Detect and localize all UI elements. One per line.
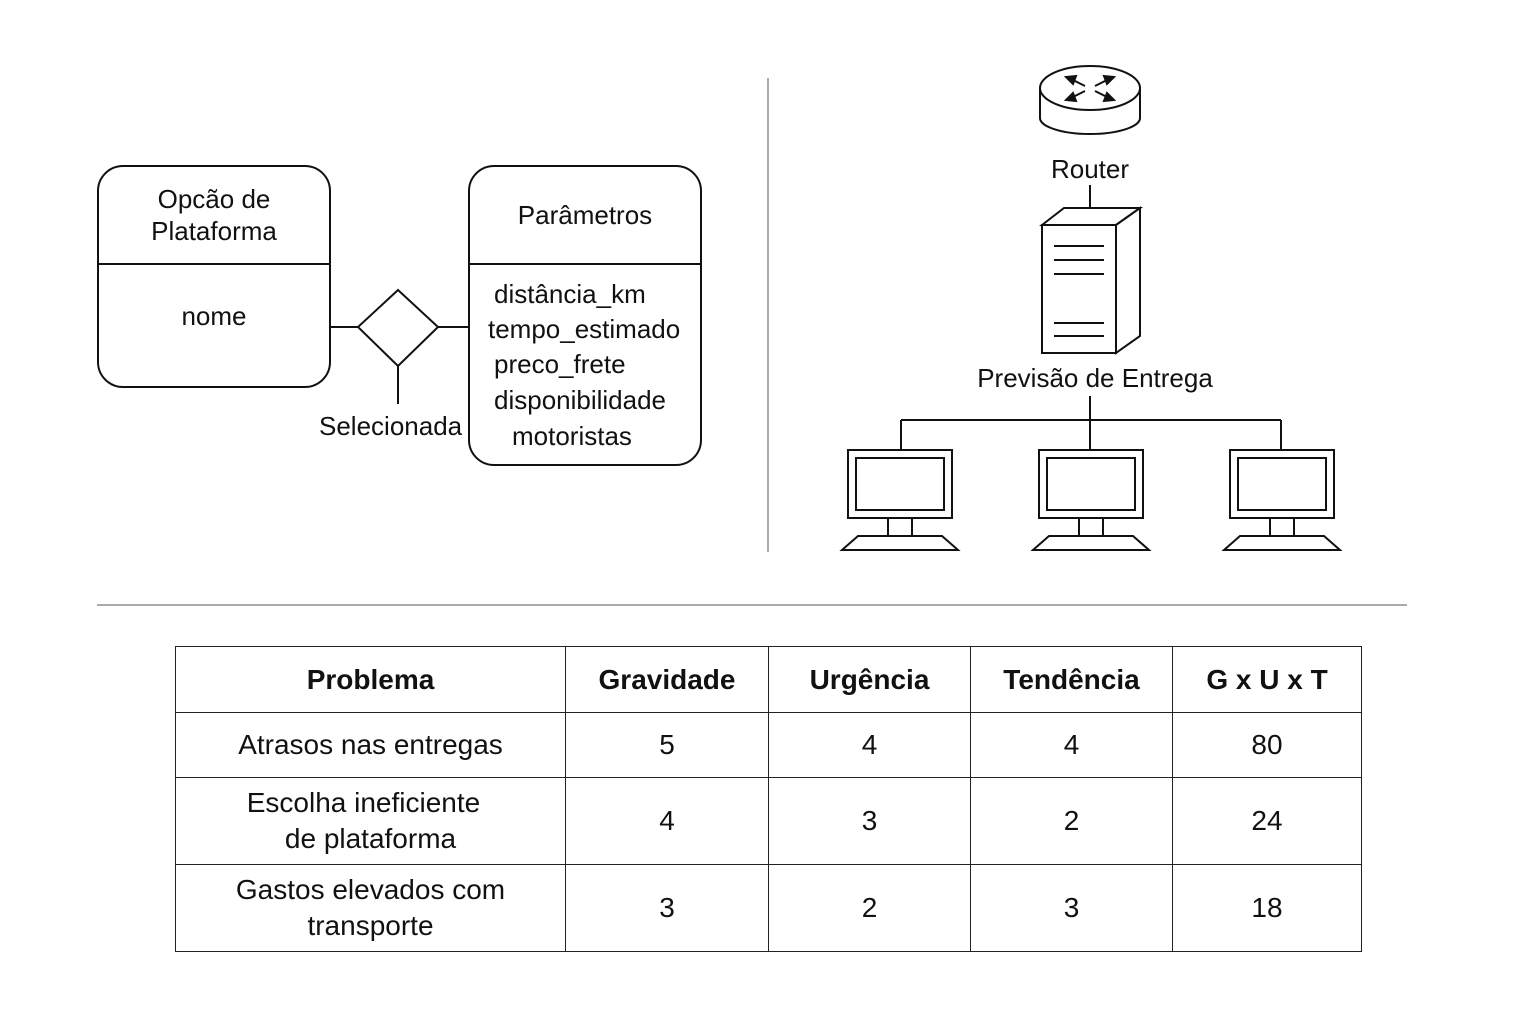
cell-problem-line: de plataforma [284,823,457,854]
server-icon [1039,206,1144,355]
attribute-motoristas: motoristas [512,421,632,451]
gut-matrix-table: Problema Gravidade Urgência Tendência G … [175,646,1362,952]
attribute-tempo: tempo_estimado [488,314,681,344]
cell-gravidade: 4 [565,777,769,865]
cell-gravidade: 5 [565,712,769,778]
attribute-preco: preco_frete [494,349,626,379]
header-gravidade: Gravidade [565,646,769,713]
attribute-distancia: distância_km [494,279,646,309]
table-row: Escolha ineficiente de plataforma 4 3 2 … [175,777,1362,865]
cell-problem-line: Escolha ineficiente [246,787,481,818]
cell-urgencia: 2 [768,864,971,952]
relationship-diamond [356,288,440,368]
entity-parametros-title: Parâmetros [470,167,700,265]
network-bus [900,396,1282,450]
cell-problem-line: Gastos elevados com [235,874,506,905]
cell-gut: 18 [1172,864,1362,952]
cell-tendencia: 3 [970,864,1173,952]
router-label: Router [1050,154,1130,184]
cell-urgencia: 4 [768,712,971,778]
header-tendencia: Tendência [970,646,1173,713]
cell-urgencia: 3 [768,777,971,865]
cell-gut: 80 [1172,712,1362,778]
cell-problem-line: Atrasos nas entregas [238,729,503,760]
entity-plataforma-attribute: nome [181,301,247,331]
cell-gut: 24 [1172,777,1362,865]
header-gut: G x U x T [1172,646,1362,713]
entity-plataforma-title-text: Opcão de Plataforma [151,184,277,246]
cell-tendencia: 2 [970,777,1173,865]
cell-gravidade: 3 [565,864,769,952]
entity-plataforma-body: nome [99,263,329,386]
cell-problem-line: transporte [307,910,434,941]
router-icon [1039,65,1141,135]
header-problema: Problema [175,646,566,713]
entity-plataforma-title: Opcão de Plataforma [99,167,329,265]
table-row: Atrasos nas entregas 5 4 4 80 [175,712,1362,778]
relationship-label: Selecionada [319,411,463,441]
cell-problem: Gastos elevados com transporte [175,864,566,952]
cell-problem: Atrasos nas entregas [175,712,566,778]
table-row: Gastos elevados com transporte 3 2 3 18 [175,864,1362,952]
monitor-icon [1221,449,1343,551]
entity-parametros: Parâmetros [468,165,702,466]
entity-plataforma: Opcão de Plataforma nome [97,165,331,388]
table-header-row: Problema Gravidade Urgência Tendência G … [175,646,1362,713]
server-label: Previsão de Entrega [977,363,1213,393]
cell-problem: Escolha ineficiente de plataforma [175,777,566,865]
cell-tendencia: 4 [970,712,1173,778]
attribute-disponibilidade: disponibilidade [494,385,667,415]
header-urgencia: Urgência [768,646,971,713]
monitor-icon [1030,449,1152,551]
monitor-icon [839,449,961,551]
entity-parametros-title-text: Parâmetros [517,200,653,230]
